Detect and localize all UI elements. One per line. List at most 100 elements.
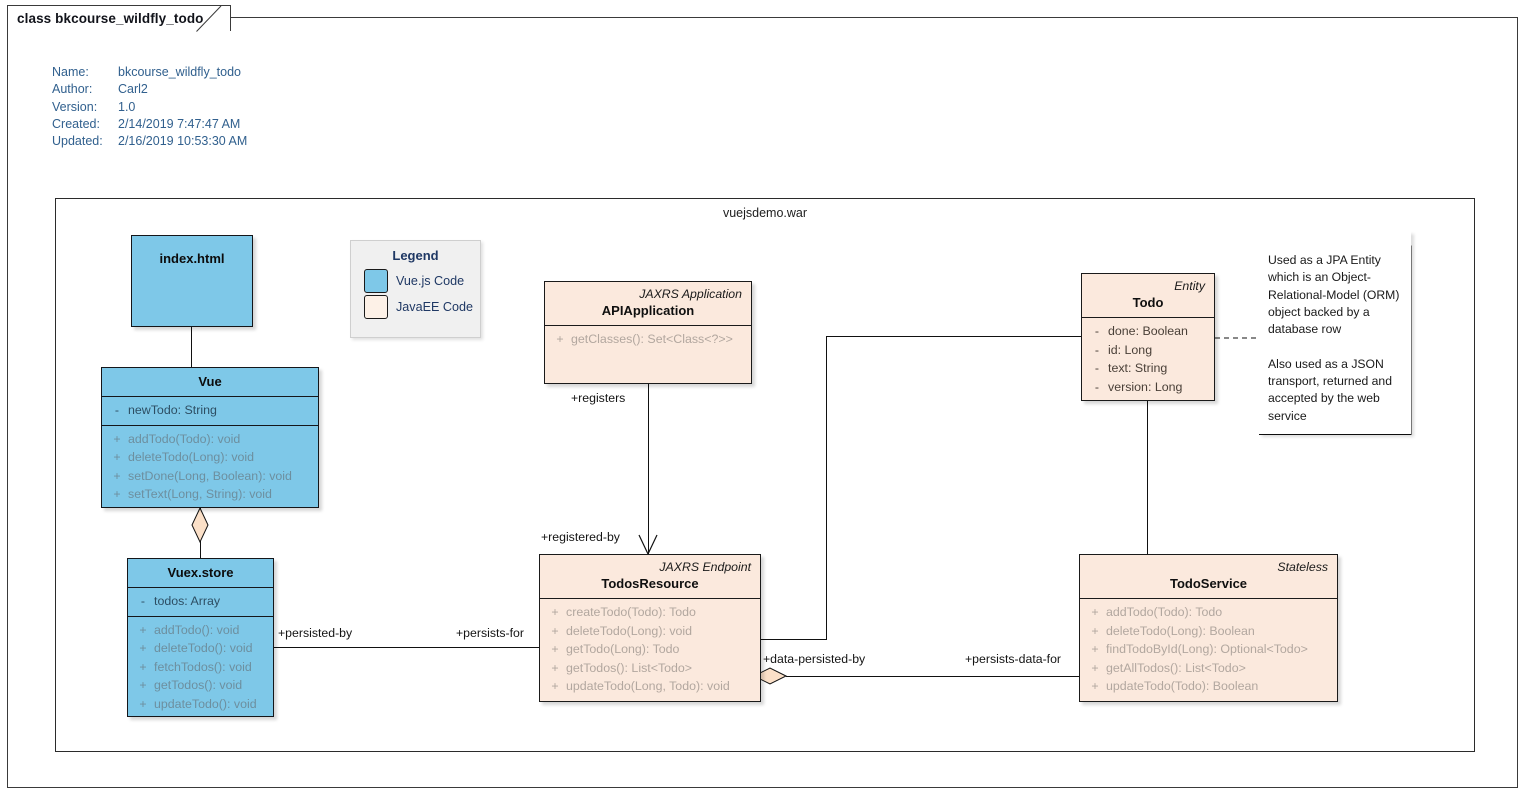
signature: addTodo(): void bbox=[154, 622, 240, 637]
compartment-separator bbox=[128, 587, 273, 588]
signature: addTodo(Todo): Todo bbox=[1106, 605, 1223, 619]
legend-item-vuejs: Vue.js Code bbox=[351, 268, 480, 294]
visibility: + bbox=[139, 641, 147, 656]
class-name: TodoService bbox=[1169, 576, 1248, 591]
signature: setDone(Long, Boolean): void bbox=[128, 468, 292, 483]
visibility: + bbox=[551, 660, 559, 675]
operation-row: + getTodos(): void bbox=[132, 676, 269, 695]
visibility: + bbox=[1091, 642, 1099, 657]
visibility: + bbox=[113, 431, 121, 446]
compartment-separator bbox=[540, 598, 760, 599]
connector-todosresource-todo-seg3 bbox=[826, 336, 1081, 337]
operations-compartment: + addTodo(Todo): void + deleteTodo(Long)… bbox=[102, 426, 318, 509]
signature: deleteTodo(Long): Boolean bbox=[1106, 623, 1255, 638]
operation-row: + createTodo(Todo): Todo bbox=[544, 603, 756, 622]
attributes-compartment: - done: Boolean - id: Long - text: Strin… bbox=[1082, 318, 1214, 401]
visibility: + bbox=[139, 659, 147, 674]
class-header: JAXRS Endpoint TodosResource bbox=[540, 555, 760, 598]
note-text: Used as a JPA Entity which is an Object-… bbox=[1268, 253, 1400, 423]
class-todo[interactable]: Entity Todo - done: Boolean - id: Long -… bbox=[1081, 273, 1215, 401]
operation-row: + setDone(Long, Boolean): void bbox=[106, 467, 314, 486]
tab-bottom-cover bbox=[8, 30, 196, 33]
signature: getTodos(): List<Todo> bbox=[566, 660, 693, 675]
signature: updateTodo(Long, Todo): void bbox=[566, 679, 730, 694]
metadata-value: 2/16/2019 10:53:30 AM bbox=[118, 134, 248, 149]
connector-todosresource-todo-seg1 bbox=[761, 639, 826, 640]
class-name: APIApplication bbox=[601, 303, 695, 318]
signature: setText(Long, String): void bbox=[128, 487, 272, 502]
operation-row: + getTodos(): List<Todo> bbox=[544, 659, 756, 678]
class-apiapplication[interactable]: JAXRS Application APIApplication + getCl… bbox=[544, 281, 752, 384]
attributes-compartment: - todos: Array bbox=[128, 588, 273, 616]
class-name: TodosResource bbox=[601, 576, 699, 591]
class-todosresource[interactable]: JAXRS Endpoint TodosResource + createTod… bbox=[539, 554, 761, 702]
metadata-value: 2/14/2019 7:47:47 AM bbox=[118, 116, 241, 131]
attribute-row: - id: Long bbox=[1086, 341, 1210, 360]
attribute-row: - text: String bbox=[1086, 359, 1210, 378]
edge-label-data-persisted-by: +data-persisted-by bbox=[763, 652, 866, 666]
compartment-separator bbox=[128, 615, 273, 617]
class-todoservice[interactable]: Stateless TodoService + addTodo(Todo): T… bbox=[1079, 554, 1338, 702]
operations-compartment: + addTodo(Todo): Todo + deleteTodo(Long)… bbox=[1080, 599, 1337, 701]
class-vue[interactable]: Vue - newTodo: String + addTodo(Todo): v… bbox=[101, 367, 319, 508]
class-stereotype: Entity bbox=[1174, 279, 1205, 293]
signature: updateTodo(Todo): Boolean bbox=[1106, 679, 1259, 694]
signature: addTodo(Todo): void bbox=[128, 431, 241, 446]
compartment-separator bbox=[1080, 598, 1337, 599]
signature: updateTodo(): void bbox=[154, 696, 257, 711]
legend-swatch-icon bbox=[364, 269, 388, 293]
metadata-value: 1.0 bbox=[118, 99, 136, 114]
metadata-value: bkcourse_wildfly_todo bbox=[118, 65, 241, 79]
operation-row: + fetchTodos(): void bbox=[132, 658, 269, 677]
class-name: Vue bbox=[198, 374, 222, 389]
visibility: + bbox=[139, 678, 147, 693]
class-name: Vuex.store bbox=[167, 565, 234, 580]
connector-vuexstore-todosresource bbox=[274, 647, 539, 648]
signature: newTodo: String bbox=[128, 403, 217, 417]
signature: findTodoById(Long): Optional<Todo> bbox=[1106, 642, 1308, 657]
visibility: + bbox=[551, 623, 559, 638]
connector-todosresource-todo-seg2 bbox=[826, 336, 827, 640]
attribute-row: - newTodo: String bbox=[106, 401, 314, 420]
visibility: + bbox=[1091, 679, 1099, 694]
operation-row: + addTodo(Todo): void bbox=[106, 430, 314, 449]
visibility: + bbox=[1091, 660, 1099, 675]
edge-label-persists-data-for: +persists-data-for bbox=[965, 652, 1062, 666]
edge-label-persists-for: +persists-for bbox=[456, 626, 524, 640]
edge-label-registered-by: +registered-by bbox=[541, 530, 620, 544]
operation-row: + findTodoById(Long): Optional<Todo> bbox=[1084, 640, 1333, 659]
diagram-title: class bkcourse_wildfly_todo bbox=[17, 11, 204, 26]
signature: deleteTodo(Long): void bbox=[128, 450, 255, 465]
legend: Legend Vue.js Code JavaEE Code bbox=[350, 240, 481, 338]
class-header: Vue bbox=[102, 368, 318, 396]
class-vuex-store[interactable]: Vuex.store - todos: Array + addTodo(): v… bbox=[127, 558, 274, 717]
class-stereotype: JAXRS Application bbox=[639, 287, 742, 301]
operation-row: + addTodo(): void bbox=[132, 621, 269, 640]
class-index-html[interactable]: index.html bbox=[131, 235, 253, 327]
signature: deleteTodo(Long): void bbox=[566, 623, 693, 638]
visibility: - bbox=[1094, 379, 1100, 394]
attribute-row: - todos: Array bbox=[132, 592, 269, 611]
operation-row: + deleteTodo(Long): void bbox=[106, 448, 314, 467]
legend-title: Legend bbox=[392, 248, 439, 263]
visibility: - bbox=[140, 594, 146, 608]
attributes-compartment: - newTodo: String bbox=[102, 397, 318, 425]
diagram-metadata: Name: bkcourse_wildfly_todo Author: Carl… bbox=[52, 64, 247, 150]
visibility: + bbox=[1091, 605, 1099, 619]
signature: version: Long bbox=[1108, 379, 1183, 394]
compartment-separator bbox=[1082, 317, 1214, 318]
operations-compartment: + getClasses(): Set<Class<?>> bbox=[545, 326, 751, 354]
operation-row: + updateTodo(): void bbox=[132, 695, 269, 714]
attribute-row: - version: Long bbox=[1086, 378, 1210, 397]
connector-indexhtml-vue bbox=[191, 327, 192, 367]
legend-item-javaee: JavaEE Code bbox=[351, 294, 480, 320]
diagram-title-tab[interactable]: class bkcourse_wildfly_todo bbox=[7, 5, 231, 31]
connector-todosresource-todoservice bbox=[786, 676, 1079, 677]
class-header: Stateless TodoService bbox=[1080, 555, 1337, 598]
operation-row: + setText(Long, String): void bbox=[106, 485, 314, 504]
metadata-key: Created: bbox=[52, 116, 100, 131]
metadata-key: Version: bbox=[52, 99, 98, 114]
class-header: Vuex.store bbox=[128, 559, 273, 587]
visibility: - bbox=[1094, 361, 1100, 376]
